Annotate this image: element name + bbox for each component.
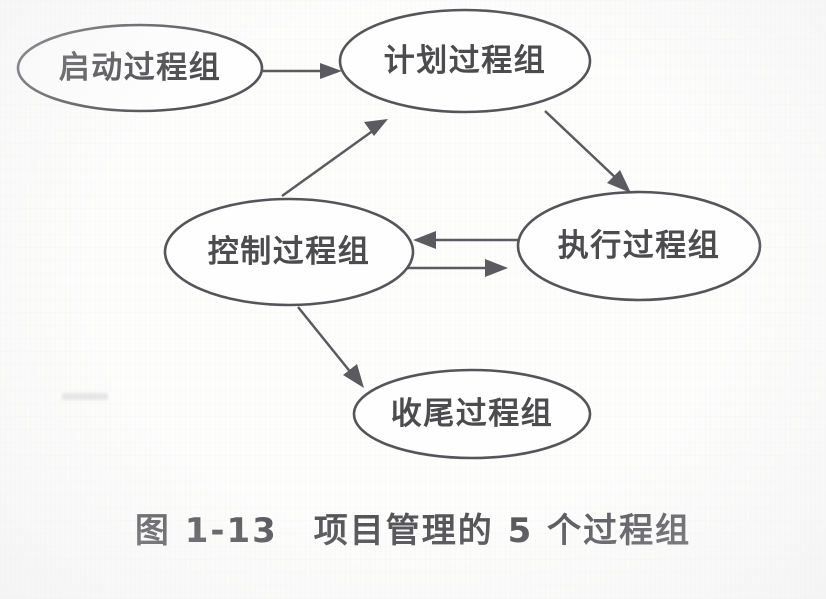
node-planning-label: 计划过程组	[384, 43, 547, 79]
node-initiating-label: 启动过程组	[59, 50, 222, 86]
edge-controlling-to-closing	[297, 306, 364, 388]
figure-caption: 图 1-13 项目管理的 5 个过程组	[135, 511, 691, 551]
node-planning-process-group[interactable]: 计划过程组	[338, 8, 592, 114]
edge-controlling-to-planning	[281, 119, 388, 198]
edge-planning-to-executing	[544, 110, 631, 193]
node-controlling-label: 控制过程组	[208, 234, 371, 270]
edge-initiating-to-planning	[263, 63, 342, 79]
node-closing-label: 收尾过程组	[391, 396, 554, 432]
node-closing-process-group[interactable]: 收尾过程组	[352, 368, 592, 460]
node-executing-label: 执行过程组	[558, 228, 721, 264]
node-executing-process-group[interactable]: 执行过程组	[516, 190, 762, 302]
edge-controlling-to-executing	[408, 259, 508, 277]
node-initiating-process-group[interactable]: 启动过程组	[16, 23, 264, 113]
edge-executing-to-controlling	[413, 231, 519, 249]
node-controlling-process-group[interactable]: 控制过程组	[163, 197, 415, 307]
